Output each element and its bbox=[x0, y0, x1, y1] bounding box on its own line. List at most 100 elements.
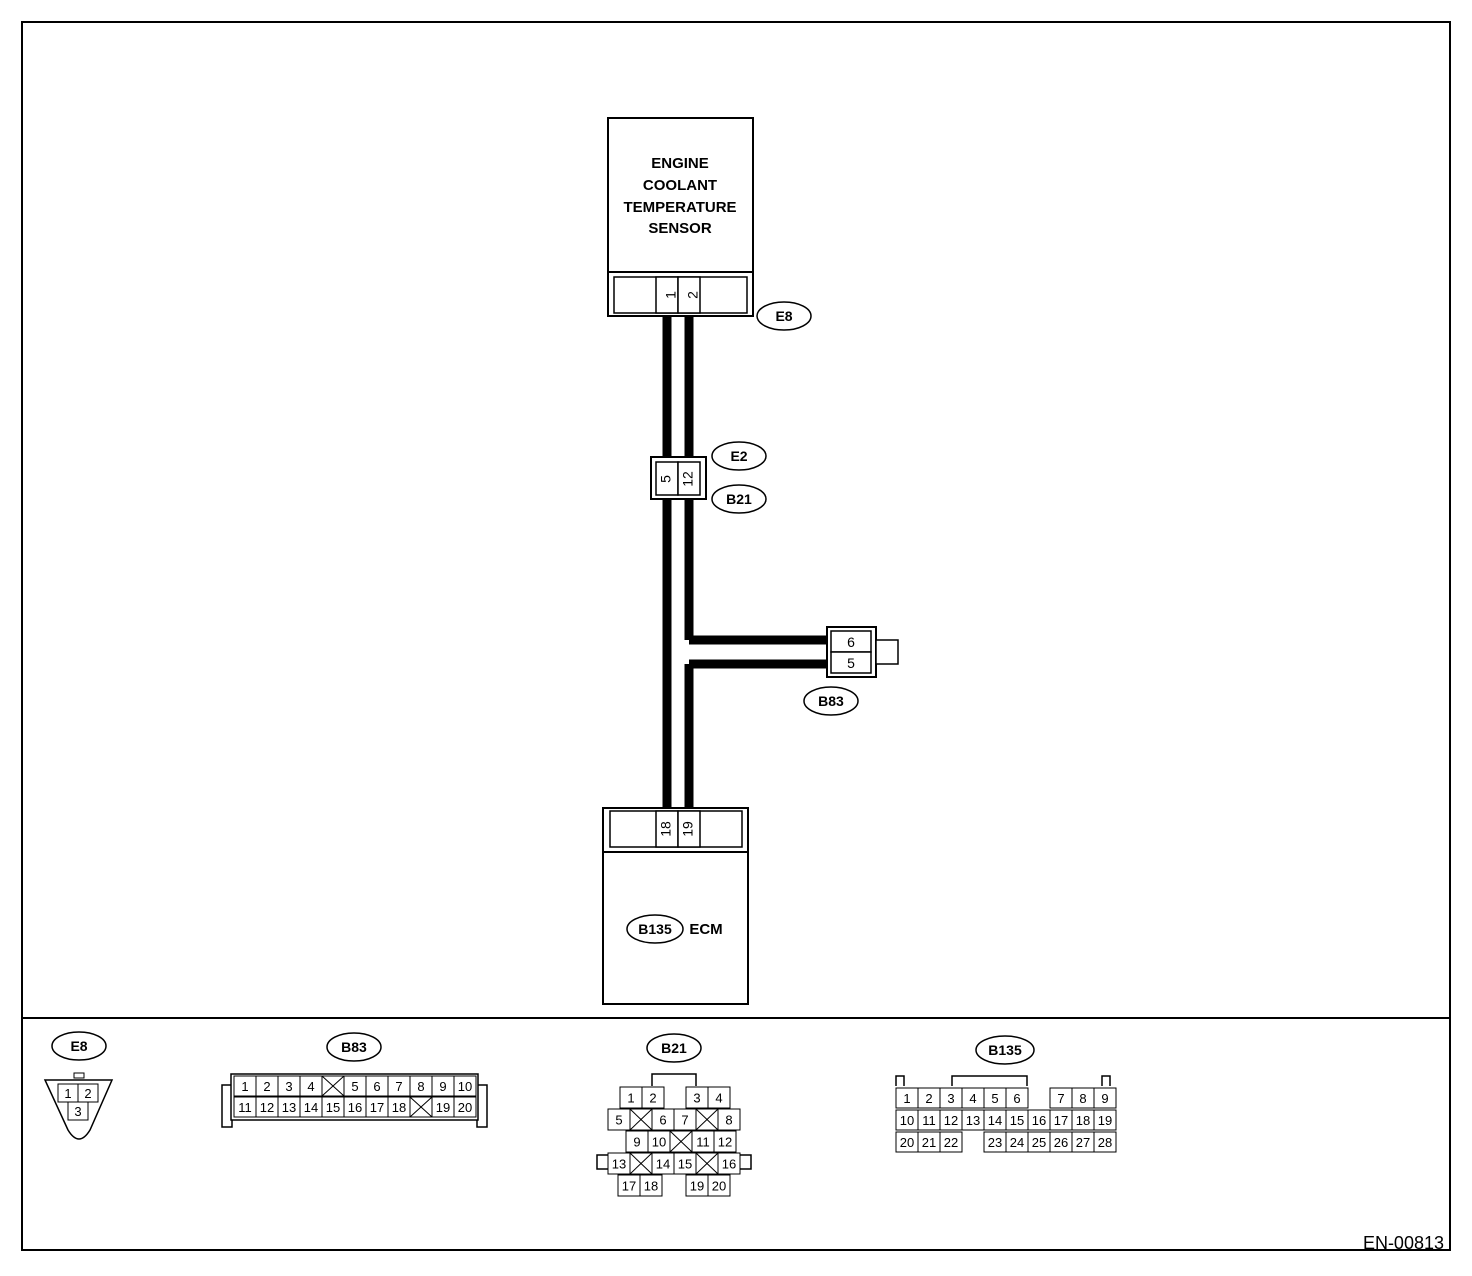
b135-cavity-label: 21 bbox=[922, 1135, 936, 1150]
svg-text:E8: E8 bbox=[775, 308, 792, 324]
blank-cavity-mark bbox=[409, 1096, 433, 1118]
blank-cavity-mark bbox=[321, 1075, 345, 1097]
b21-cavity-label: 13 bbox=[612, 1157, 626, 1172]
svg-text:2: 2 bbox=[84, 1086, 91, 1101]
b21-cavity-label: 14 bbox=[656, 1157, 670, 1172]
svg-text:B135: B135 bbox=[988, 1042, 1022, 1058]
blank-cavity-mark bbox=[629, 1108, 653, 1131]
b83-cavity-label: 19 bbox=[436, 1100, 450, 1115]
b83-cavity-label: 11 bbox=[238, 1100, 252, 1115]
b135-cavity-label: 3 bbox=[947, 1091, 954, 1106]
b21-cavity bbox=[717, 1108, 741, 1131]
svg-text:E8: E8 bbox=[70, 1038, 87, 1054]
b21-cavity-label: 17 bbox=[622, 1179, 636, 1194]
b21-cavity-label: 12 bbox=[718, 1135, 732, 1150]
b83-pin-5: 5 bbox=[847, 655, 855, 671]
b83-cavity-label: 6 bbox=[373, 1079, 380, 1094]
blank-cavity-mark bbox=[695, 1152, 719, 1175]
sensor-label-line-2: COOLANT bbox=[643, 177, 717, 194]
connector-tag-b21: B21 bbox=[711, 484, 767, 514]
sensor-label-line-3: TEMPERATURE bbox=[623, 199, 736, 216]
b83-cavity-label: 10 bbox=[458, 1079, 472, 1094]
blank-cavity-mark bbox=[695, 1108, 719, 1131]
b135-cavity-label: 27 bbox=[1076, 1135, 1090, 1150]
b21-cavity bbox=[717, 1152, 741, 1175]
b135-cavity-label: 9 bbox=[1101, 1091, 1108, 1106]
b21-cavity-label: 9 bbox=[633, 1135, 640, 1150]
svg-text:1: 1 bbox=[64, 1086, 71, 1101]
b135-cavity-label: 26 bbox=[1054, 1135, 1068, 1150]
sensor-label-line-1: ENGINE bbox=[651, 155, 709, 172]
b21-cavity bbox=[707, 1086, 731, 1109]
ecm-pin-18: 18 bbox=[658, 821, 674, 837]
b21-cavity-label: 19 bbox=[690, 1179, 704, 1194]
ecm-connector-tag bbox=[626, 914, 684, 944]
diagram-frame bbox=[21, 21, 1451, 1251]
b21-cavity bbox=[639, 1174, 663, 1197]
junction-pin-12: 12 bbox=[680, 471, 696, 487]
b135-cavity-label: 2 bbox=[925, 1091, 932, 1106]
b83-cavity-label: 7 bbox=[395, 1079, 402, 1094]
b135-cavity-label: 28 bbox=[1098, 1135, 1112, 1150]
b21-cavity-label: 5 bbox=[615, 1113, 622, 1128]
b135-cavity-label: 14 bbox=[988, 1113, 1002, 1128]
e8-pin-1: 1 bbox=[663, 291, 679, 299]
connector-tag-e8: E8 bbox=[756, 301, 812, 331]
figure-code: EN-00813 bbox=[1363, 1233, 1444, 1253]
b21-cavity bbox=[707, 1174, 731, 1197]
b135-cavity bbox=[1093, 1109, 1117, 1131]
svg-text:E2: E2 bbox=[730, 448, 747, 464]
b83-pin-6: 6 bbox=[847, 634, 855, 650]
svg-text:B21: B21 bbox=[726, 491, 752, 507]
b21-cavity-label: 7 bbox=[681, 1113, 688, 1128]
b83-cavity-label: 13 bbox=[282, 1100, 296, 1115]
junction-pin-5: 5 bbox=[658, 475, 674, 483]
b83-cavity-label: 15 bbox=[326, 1100, 340, 1115]
b21-cavity-label: 6 bbox=[659, 1113, 666, 1128]
wire-harness bbox=[662, 315, 828, 808]
b21-cavity-label: 11 bbox=[696, 1135, 710, 1150]
b83-cavity-label: 4 bbox=[307, 1079, 314, 1094]
b83-cavity-label: 20 bbox=[458, 1100, 472, 1115]
b135-cavity-label: 20 bbox=[900, 1135, 914, 1150]
b21-cavity-label: 16 bbox=[722, 1157, 736, 1172]
e8-pin-2: 2 bbox=[685, 291, 701, 299]
b135-cavity-label: 17 bbox=[1054, 1113, 1068, 1128]
ecm-connector-id: B135 bbox=[638, 921, 672, 937]
b21-cavity bbox=[713, 1130, 737, 1153]
b21-cavity bbox=[641, 1086, 665, 1109]
ecm-label: ECM bbox=[689, 921, 722, 938]
b135-cavity bbox=[1093, 1087, 1117, 1109]
svg-text:B83: B83 bbox=[341, 1039, 367, 1055]
b83-cavity-label: 17 bbox=[370, 1100, 384, 1115]
b135-cavity-label: 18 bbox=[1076, 1113, 1090, 1128]
b135-cavity-label: 24 bbox=[1010, 1135, 1024, 1150]
b83-cavity-label: 9 bbox=[439, 1079, 446, 1094]
sensor-label-line-4: SENSOR bbox=[648, 220, 712, 237]
b83-cavity bbox=[453, 1096, 477, 1118]
b135-cavity-label: 15 bbox=[1010, 1113, 1024, 1128]
b135-cavity-label: 1 bbox=[903, 1091, 910, 1106]
b135-cavity-label: 23 bbox=[988, 1135, 1002, 1150]
ecm-pin-19: 19 bbox=[680, 821, 696, 837]
b135-cavity-label: 10 bbox=[900, 1113, 914, 1128]
connector-tag-e2: E2 bbox=[711, 441, 767, 471]
b21-cavity-label: 20 bbox=[712, 1179, 726, 1194]
engine-coolant-temperature-sensor: ENGINE COOLANT TEMPERATURE SENSOR 1 2 bbox=[607, 117, 754, 317]
b83-cavity-label: 5 bbox=[351, 1079, 358, 1094]
ecm: 18 19 B135 ECM bbox=[602, 807, 749, 1005]
b135-cavity-label: 13 bbox=[966, 1113, 980, 1128]
blank-cavity-mark bbox=[629, 1152, 653, 1175]
b21-cavity-label: 3 bbox=[693, 1091, 700, 1106]
svg-text:B83: B83 bbox=[818, 693, 844, 709]
b83-cavity-label: 8 bbox=[417, 1079, 424, 1094]
connector-tag-b83: B83 bbox=[803, 686, 859, 716]
b21-cavity-label: 10 bbox=[652, 1135, 666, 1150]
junction-connector-e2-b21: 5 12 bbox=[650, 456, 707, 500]
b135-cavity bbox=[1005, 1087, 1029, 1109]
b21-cavity-label: 15 bbox=[678, 1157, 692, 1172]
